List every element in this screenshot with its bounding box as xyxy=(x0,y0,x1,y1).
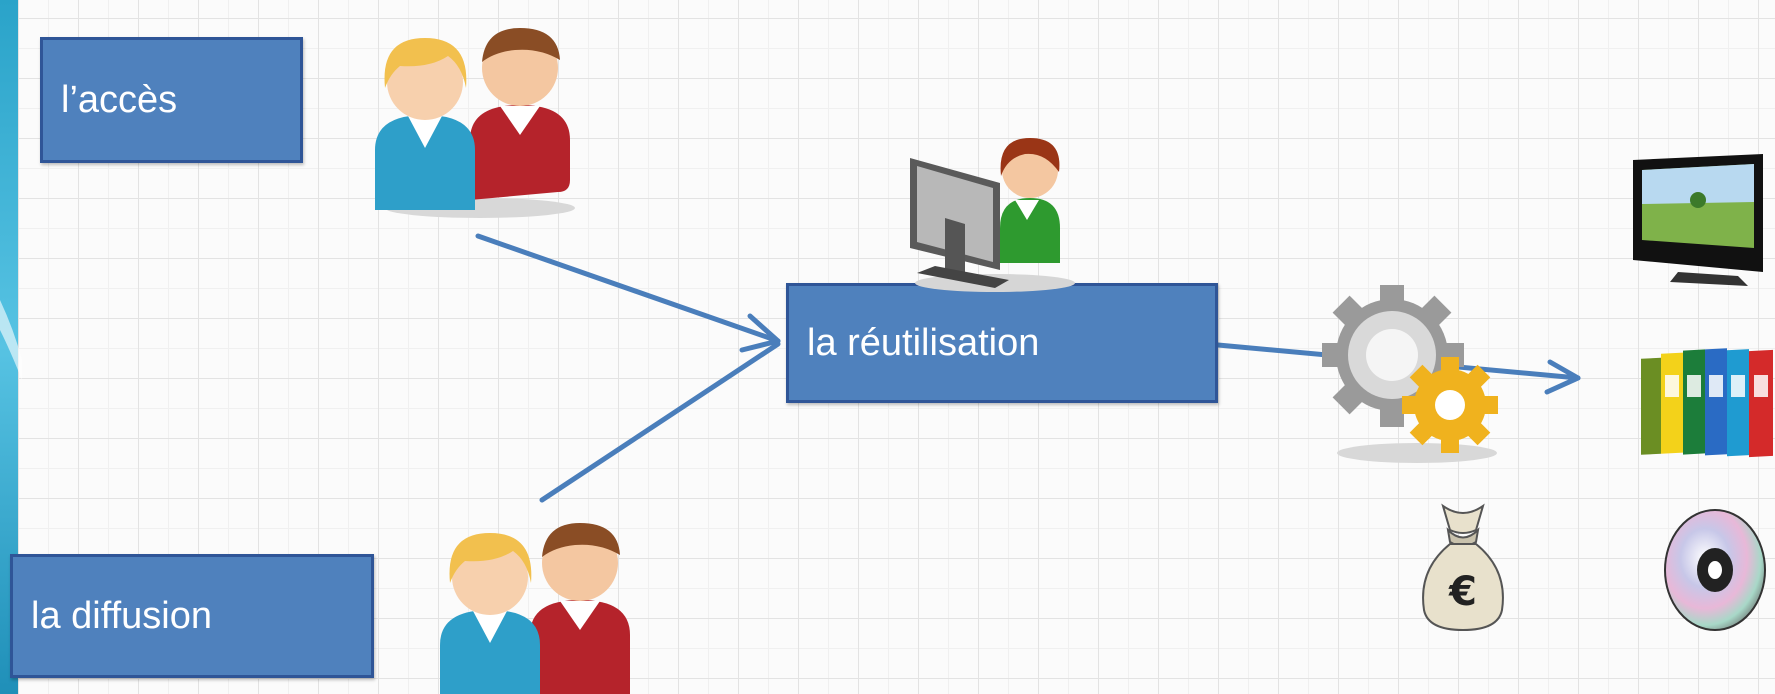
disc-icon xyxy=(1664,509,1766,631)
binders-icon xyxy=(1641,348,1773,458)
arrow-reuse-to-outputs-head xyxy=(1544,359,1581,395)
access-box: l’accès xyxy=(40,37,303,163)
distribution-box: la diffusion xyxy=(10,554,374,678)
television-icon xyxy=(1633,154,1763,286)
arrow-distribution-to-reuse xyxy=(539,341,781,503)
left-decorative-stripe xyxy=(0,0,22,694)
access-label: l’accès xyxy=(61,78,178,121)
users-icon xyxy=(440,523,630,694)
svg-text:€: € xyxy=(1448,569,1477,615)
distribution-label: la diffusion xyxy=(31,594,212,637)
gear-icon xyxy=(1322,285,1498,463)
computer-user-icon xyxy=(910,138,1075,292)
arrow-access-to-reuse-head xyxy=(739,313,781,353)
users-icon xyxy=(375,28,575,218)
reuse-label: la réutilisation xyxy=(807,321,1040,364)
money-bag-icon: € xyxy=(1422,503,1504,632)
reuse-box: la réutilisation xyxy=(786,283,1218,403)
arrow-access-to-reuse xyxy=(475,233,781,344)
